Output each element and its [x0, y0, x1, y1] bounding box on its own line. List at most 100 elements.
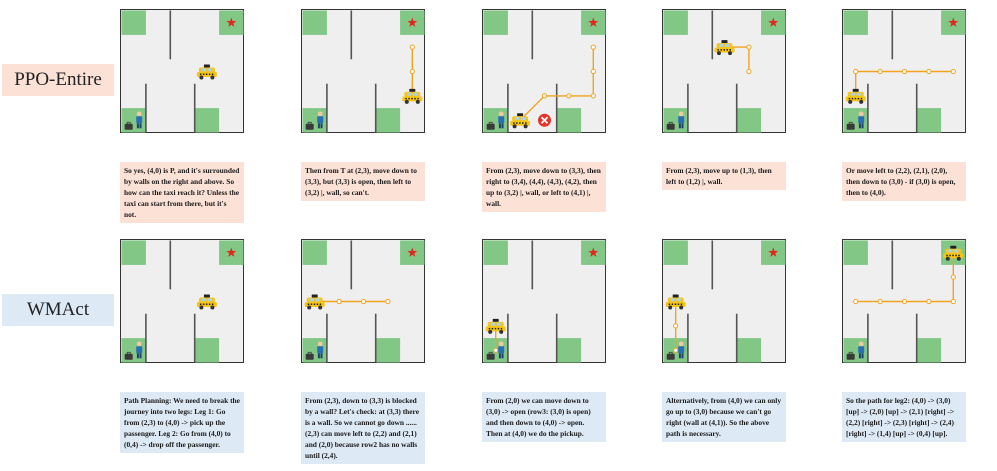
path-node	[950, 298, 956, 305]
taxi-icon	[845, 88, 866, 104]
path-node	[746, 68, 752, 75]
path-node	[673, 323, 679, 329]
grid-world	[662, 239, 786, 363]
path-node	[409, 44, 415, 50]
reasoning-caption: Alternatively, from (4,0) we can only go…	[662, 392, 786, 442]
grid-world	[120, 9, 244, 133]
star-icon	[948, 17, 959, 27]
grid-world	[301, 9, 425, 133]
star-icon	[588, 17, 599, 27]
passenger-icon	[136, 111, 143, 129]
path-node	[566, 93, 572, 99]
path-node	[590, 44, 596, 50]
grid-world	[120, 239, 244, 363]
location-cell	[843, 240, 868, 265]
path-node	[950, 68, 956, 75]
path-node	[901, 298, 908, 305]
location-cell	[916, 338, 942, 363]
reasoning-caption: From (2,3), move up to (1,3), then left …	[662, 162, 786, 190]
taxi-icon	[665, 294, 686, 310]
reasoning-caption: Path Planning: We need to break the jour…	[120, 392, 244, 453]
star-icon	[226, 17, 237, 27]
path-node	[541, 93, 548, 99]
location-cell	[736, 338, 762, 363]
reasoning-caption: From (2,0) we can move down to (3,0) -> …	[482, 392, 606, 442]
path-node	[926, 298, 932, 305]
location-cell	[483, 10, 508, 35]
passenger-icon	[498, 111, 505, 129]
passenger-icon	[858, 341, 865, 359]
luggage-icon	[846, 121, 855, 130]
grid-panel-1-1	[301, 239, 425, 387]
reasoning-caption: From (2,3), move down to (3,3), then rig…	[482, 162, 606, 212]
taxi-icon	[510, 113, 531, 129]
passenger-icon	[136, 341, 143, 359]
location-cell	[121, 10, 146, 35]
location-cell	[375, 338, 401, 363]
luggage-icon	[124, 351, 133, 360]
location-cell	[556, 338, 582, 363]
taxi-icon	[304, 294, 325, 310]
reasoning-caption: From (2,3), down to (3,3) is blocked by …	[301, 392, 425, 464]
row-label-wmact: WMAct	[2, 294, 114, 326]
grid-world	[301, 239, 425, 363]
star-icon	[226, 247, 237, 257]
passenger-icon	[678, 111, 685, 129]
taxi-icon	[196, 64, 217, 80]
passenger-icon	[317, 111, 324, 129]
path-node	[877, 68, 883, 75]
grid-world	[842, 9, 966, 133]
grid-world	[482, 239, 606, 363]
passenger-icon	[317, 341, 324, 359]
path-node	[493, 347, 499, 353]
path-node	[360, 298, 367, 305]
location-cell	[916, 108, 942, 133]
luggage-icon	[666, 121, 675, 130]
location-cell	[483, 240, 508, 265]
grid-panel-0-2	[482, 9, 606, 157]
path-node	[409, 68, 415, 75]
path-node	[926, 68, 932, 75]
luggage-icon	[486, 121, 495, 130]
path-node	[590, 93, 596, 99]
grid-panel-1-0	[120, 239, 244, 387]
taxi-icon	[196, 294, 217, 310]
location-cell	[736, 108, 762, 133]
path-node	[853, 298, 859, 305]
star-icon	[768, 247, 779, 257]
location-cell	[375, 108, 401, 133]
taxi-icon	[402, 88, 423, 104]
path-node	[590, 68, 596, 75]
grid-world	[842, 239, 966, 363]
reasoning-caption: So the path for leg2: (4,0) -> (3,0) [up…	[842, 392, 966, 442]
grid-panel-0-4	[842, 9, 966, 157]
luggage-icon	[486, 351, 495, 360]
grid-world	[662, 9, 786, 133]
path-node	[336, 298, 342, 305]
luggage-icon	[846, 351, 855, 360]
grid-panel-1-4	[842, 239, 966, 387]
grid-panel-1-3	[662, 239, 786, 387]
x-mark-icon	[538, 113, 551, 127]
row-label-ppo: PPO-Entire	[2, 64, 114, 96]
location-cell	[121, 240, 146, 265]
reasoning-caption: Then from T at (2,3), move down to (3,3)…	[301, 162, 425, 201]
path-line	[519, 47, 595, 121]
luggage-icon	[666, 351, 675, 360]
star-icon	[407, 247, 418, 257]
star-icon	[407, 17, 418, 27]
passenger-icon	[678, 341, 685, 359]
path-node	[877, 298, 883, 305]
luggage-icon	[124, 121, 133, 130]
path-node	[673, 347, 679, 353]
reasoning-caption: Or move left to (2,2), (2,1), (2,0), the…	[842, 162, 966, 201]
path-node	[385, 298, 391, 305]
grid-panel-0-0	[120, 9, 244, 157]
reasoning-caption: So yes, (4,0) is P, and it's surrounded …	[120, 162, 244, 223]
path-line	[854, 70, 954, 96]
location-cell	[663, 10, 688, 35]
passenger-icon	[858, 111, 865, 129]
taxi-icon	[943, 245, 964, 261]
path-node	[950, 274, 956, 280]
luggage-icon	[305, 121, 314, 130]
